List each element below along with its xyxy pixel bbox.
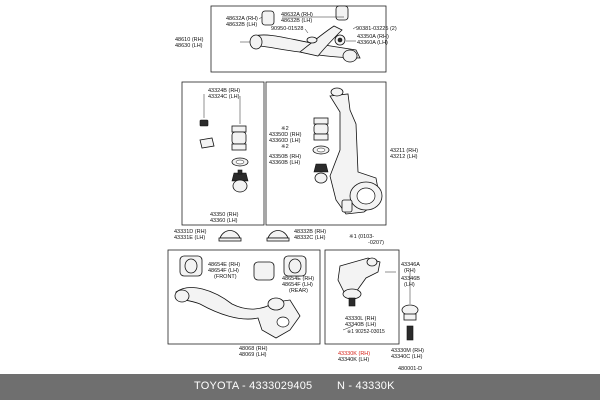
label-43330m: 43330M (RH) [391, 348, 424, 354]
label-90381: 90381-03225 (2) [356, 26, 397, 32]
note-1-end: -0207) [368, 240, 384, 246]
label-48332c: 48332C (LH) [294, 235, 326, 241]
label-43360: 43360 (LH) [210, 218, 238, 224]
label-48069: 48069 (LH) [239, 352, 267, 358]
label-48332b: 48332B (RH) [294, 229, 326, 235]
label-43340k: 43340K (LH) [338, 357, 369, 363]
label-43346a: 43346A [401, 262, 420, 268]
label-48654f-rear: 48654F (LH) [282, 282, 313, 288]
label-43340b: 43340B (LH) [345, 322, 376, 328]
label-48068: 48068 (RH) [239, 346, 268, 352]
ball-joint-box [181, 81, 265, 226]
ball-joint-parts [199, 119, 249, 193]
label-43360a: 43360A (LH) [357, 40, 388, 46]
label-43331e: 43331E (LH) [174, 235, 205, 241]
label-48632b: 48632B (LH) [226, 22, 257, 28]
lower-control-arm [174, 255, 307, 339]
lower-ball-joint-hardware [401, 272, 419, 341]
label-43346b-lh: (LH) [404, 282, 415, 288]
dust-boots [218, 230, 290, 242]
label-48632b-right: 48632B (LH) [281, 18, 312, 24]
lower-ball-joint-box [324, 249, 400, 345]
figure-number: 480001-D [398, 366, 422, 372]
label-48632a: 48632A (RH) [226, 16, 258, 22]
note-1: ※1 (0103- [349, 233, 374, 240]
label-43340c: 43340C (LH) [391, 354, 423, 360]
lower-arm-box [167, 249, 321, 345]
label-rear: (REAR) [289, 288, 308, 294]
label-43211: 43211 (RH) [390, 148, 418, 154]
label-43350b: 43350B (RH) [269, 154, 301, 160]
label-43350: 43350 (RH) [210, 212, 239, 218]
label-43360b: 43360B (LH) [269, 160, 300, 166]
upper-control-arm [249, 5, 361, 63]
label-48630: 48630 (LH) [175, 43, 203, 49]
label-43350a: 43350A (RH) [357, 34, 389, 40]
label-43324b: 43324B (RH) [208, 88, 240, 94]
lower-ball-joint [337, 257, 381, 307]
upper-arm-box [210, 5, 387, 73]
label-front: (FRONT) [214, 274, 237, 280]
label-43331d: 43331D (RH) [174, 229, 207, 235]
label-48654e-rear: 48654E (RH) [282, 276, 314, 282]
label-48654f: 48654F (LH) [208, 268, 239, 274]
footer-alt-number: N - 43330K [337, 380, 395, 392]
label-43330k-highlight: 43330K (RH) [338, 351, 370, 357]
label-43212: 43212 (LH) [390, 154, 418, 160]
label-48632a-right: 48632A (RH) [281, 12, 313, 18]
label-90252: ※1 90252-03015 [347, 329, 385, 335]
footer-bar: TOYOTA - 4333029405 N - 43330K [0, 374, 600, 400]
label-43350d: 43350D (RH) [269, 132, 302, 138]
label-43360d: 43360D (LH) [269, 138, 301, 144]
label-90950: 90950-01528 [271, 26, 303, 32]
label-43346b: 43346B [401, 276, 420, 282]
label-48654e: 48654E (RH) [208, 262, 240, 268]
label-48610: 48610 (RH) [175, 37, 204, 43]
label-43330l: 43330L (RH) [345, 316, 376, 322]
note-2b: ※2 [281, 143, 289, 150]
note-2a: ※2 [281, 125, 289, 132]
label-43324c: 43324C (LH) [208, 94, 240, 100]
label-43346a-rh: (RH) [404, 268, 416, 274]
footer-brand-part: TOYOTA - 4333029405 [194, 380, 313, 392]
steering-knuckle [312, 87, 383, 215]
knuckle-box [265, 81, 387, 226]
